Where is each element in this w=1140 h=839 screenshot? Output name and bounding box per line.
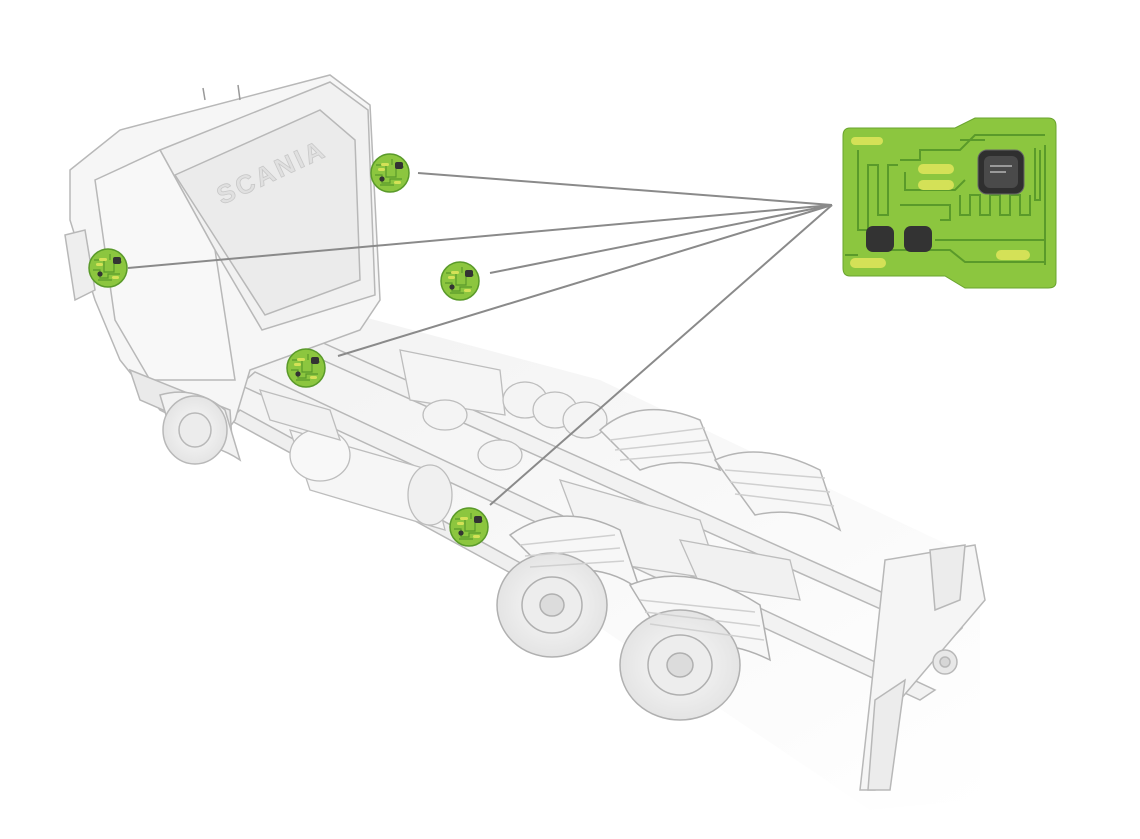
connector-line-cab-back	[489, 204, 833, 274]
marker-frame-front[interactable]	[286, 348, 326, 388]
marker-frame-rear[interactable]	[449, 507, 489, 547]
connector-line-frame-front	[337, 204, 833, 357]
connector-lines	[127, 172, 833, 506]
rear-wheels-lower	[496, 515, 772, 721]
marker-cab-roof[interactable]	[370, 153, 410, 193]
connector-line-frame-rear	[489, 204, 833, 506]
circuit-board-icon	[842, 117, 1057, 289]
marker-cab-side[interactable]	[88, 248, 128, 288]
marker-cab-back[interactable]	[440, 261, 480, 301]
connector-line-cab-side	[127, 204, 833, 269]
truck-cab: SCANIA	[64, 74, 381, 465]
connector-line-cab-roof	[417, 172, 833, 206]
rear-wheels-upper	[598, 408, 842, 532]
